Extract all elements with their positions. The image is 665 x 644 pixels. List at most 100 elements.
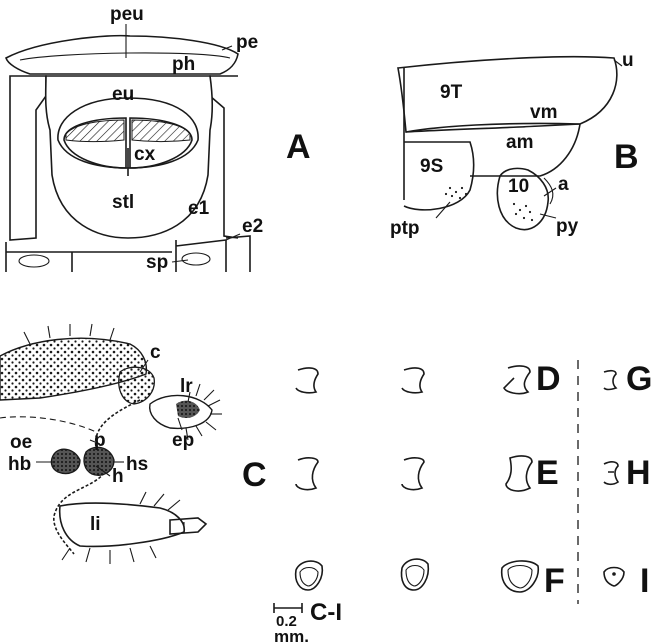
label-peu: peu [110,4,144,25]
label-ptp: ptp [390,218,420,239]
panel-letter-e: E [536,454,559,492]
stipes-dotted [0,337,148,401]
left-pleural-plate [9,75,47,241]
sclerite-f1 [294,560,324,591]
lower-segment-left [5,242,172,272]
sclerite-e1 [295,457,319,491]
anal-membrane [405,122,581,177]
label-am: am [506,132,533,153]
label-lr: lr [180,376,193,397]
py-setae [512,202,534,222]
panel-d: D [295,360,561,398]
label-e1: e1 [188,198,210,219]
segment-10 [496,167,550,231]
left-hatched-coxa [65,119,125,142]
panel-g: G [603,360,652,398]
label-ph: ph [172,54,195,75]
labium [58,502,185,548]
labrum-setae [185,383,222,441]
scale-bar-range: C-I [310,599,342,626]
pe-leader [221,45,233,51]
ptp-setae [444,186,468,200]
label-c: c [150,342,161,363]
sclerite-f3 [500,560,540,593]
sternite-9 [403,141,475,211]
sclerite-f3-inner [507,564,533,589]
sternal-shield [44,75,214,239]
label-sp: sp [146,252,168,273]
panel-letter-i: I [640,562,649,600]
label-p: p [94,430,106,451]
panel-letter-h: H [626,454,651,492]
panel-i: I [603,562,649,600]
pronotum-band [5,34,239,75]
oe-dashed [0,416,97,433]
label-li: li [90,514,101,535]
sclerite-f2 [400,558,430,591]
p-leader [89,439,101,445]
label-9s: 9S [420,156,443,177]
head-outline-jagged [53,399,141,555]
a-leader [543,187,557,197]
panel-letter-g: G [626,360,652,398]
panel-h: H [603,454,651,492]
hypopharyngeal-bar [50,448,81,475]
ep-leader [177,417,183,431]
label-h: h [112,466,124,487]
panel-letter-d: D [536,360,561,398]
h-leader [95,465,111,477]
label-stl: stl [112,192,134,213]
panel-e: E [295,454,559,492]
label-10: 10 [508,176,529,197]
stipes-setae [23,323,115,345]
label-vm: vm [530,102,557,123]
panel-letter-a: A [286,128,311,166]
right-pleural-plate [209,75,239,239]
right-spiracle [181,252,211,266]
labium-setae [61,491,181,564]
scale-bar: 0.2 mm. C-I [273,599,342,644]
panel-a: peu ph pe eu cx stl e1 e2 sp A [5,4,311,273]
sclerite-f1-inner [299,566,319,587]
label-hb: hb [8,454,31,475]
sclerite-e3 [505,455,533,492]
sclerite-e2 [401,457,425,491]
sclerite-d2 [401,367,425,394]
u-leader [613,59,623,67]
label-a: a [558,174,569,195]
hypopharyngeal-sclerite [83,446,115,476]
right-hatched-coxa [131,119,191,142]
panel-f: F [294,558,565,600]
e2-leader [225,233,241,241]
panel-b: 9T u vm am 9S 10 a ptp py B [390,50,639,239]
lr-leader [187,391,191,403]
py-leader [539,213,557,219]
label-hs: hs [126,454,148,475]
sclerite-f2-inner [405,564,425,587]
panel-c: c lr oe ep p h hb hs li C [0,323,267,564]
scale-bar-unit: mm. [274,627,309,644]
label-eu: eu [112,84,134,105]
c-leader [139,359,149,373]
label-ep: ep [172,430,194,451]
sclerite-i-dot [612,572,616,576]
tergite-9 [397,55,618,133]
sclerite-d1 [295,367,319,394]
left-coxal-cavity [63,117,127,169]
sclerite-h [603,461,620,486]
labrum-dark-tip [176,400,200,418]
cardo-segment [118,366,155,405]
label-cx: cx [134,144,156,165]
scale-bar-value: 0.2 [276,613,297,630]
sclerite-g [603,369,618,391]
panel-letter-b: B [614,138,639,176]
panel-letter-c: C [242,456,267,494]
pronotum-inner-line [19,52,231,61]
label-oe: oe [10,432,32,453]
label-e2: e2 [242,216,263,237]
right-coxal-cavity [129,117,193,169]
sp-leader [171,259,189,263]
sclerite-i [603,566,625,587]
label-9t: 9T [440,82,463,103]
